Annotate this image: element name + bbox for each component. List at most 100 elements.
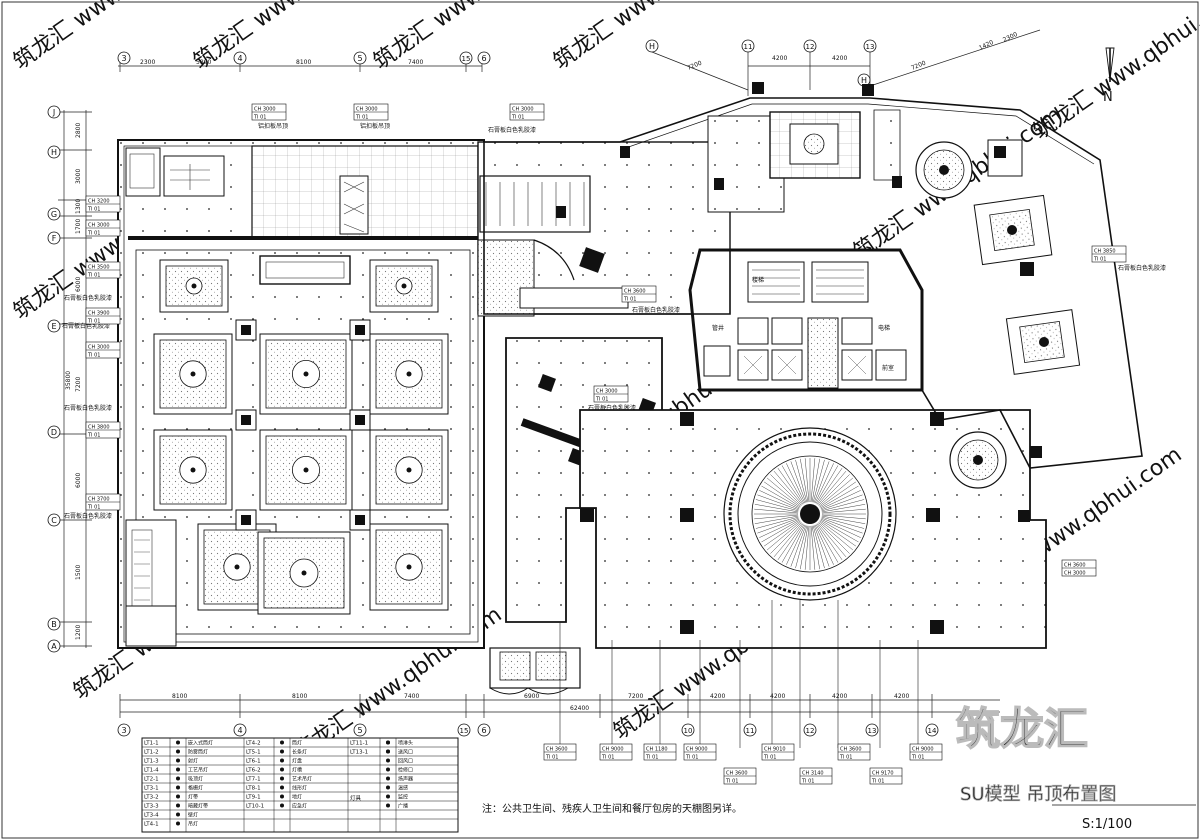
- legend-desc: 喷淋头: [398, 740, 413, 747]
- dome-ray: [786, 463, 806, 504]
- tag-material: TI 01: [87, 505, 100, 511]
- bottom-grid-labels: 3 4 5 15 6 10 11 12 13 14: [117, 723, 939, 737]
- ceiling-tag: CH 3000 TI 01: [251, 103, 287, 121]
- legend-desc: 温感: [398, 785, 408, 792]
- legend-desc: 监控: [398, 794, 408, 801]
- dome-ray: [813, 461, 830, 503]
- ceiling-coffer: [153, 429, 233, 511]
- dome-ray: [820, 485, 859, 509]
- grid-label: 6: [481, 54, 486, 63]
- dim-text: 2800: [75, 123, 82, 138]
- grid-bubble-bottom-3: 3: [117, 723, 131, 737]
- dome-ray: [819, 520, 857, 547]
- stair-northwest: [125, 147, 161, 197]
- legend-desc: 应急灯: [292, 803, 307, 810]
- legend-grid-lines: [142, 738, 458, 832]
- coffer-group: [153, 259, 449, 615]
- grid-label: H: [861, 76, 867, 85]
- tag-material: TI 01: [725, 779, 738, 785]
- dome-ray: [754, 508, 799, 514]
- tag-material: TI 01: [87, 207, 100, 213]
- room-label: 铝扣板吊顶: [258, 122, 288, 130]
- dome-ray: [754, 515, 799, 524]
- grid-bubble-top-5: 5: [353, 51, 367, 65]
- grid-label: 15: [460, 727, 469, 735]
- dim-text: 8100: [292, 693, 307, 700]
- room-label: 石膏板白色乳胶漆: [64, 294, 112, 302]
- banquet-hall: [135, 249, 471, 635]
- grid-bubble-top-15: 15: [459, 51, 473, 65]
- legend-desc: 广播: [398, 803, 408, 810]
- legend-desc: 格栅灯: [188, 785, 203, 792]
- grid-label: 5: [357, 54, 362, 63]
- tag-material: TI 01: [253, 115, 266, 121]
- dome-ray: [786, 524, 806, 565]
- dome-ray: [821, 516, 865, 529]
- vip-room-2: [949, 431, 1007, 489]
- dim-text: 1300: [75, 199, 82, 214]
- legend-code: LT4-2: [246, 741, 261, 747]
- dome-ray: [790, 461, 807, 503]
- legend-code: LT5-1: [246, 750, 261, 756]
- tag-height: CH 9000: [686, 747, 708, 753]
- dim-text: 1200: [75, 625, 82, 640]
- legend-desc: 送风口: [398, 749, 413, 756]
- grid-bubble-left-E: E: [47, 319, 61, 333]
- legend-desc: 壁灯: [188, 812, 198, 819]
- dim-text: 4200: [832, 55, 847, 62]
- dome-ray: [766, 477, 801, 507]
- dome-ray: [821, 504, 866, 513]
- legend-desc: 灯盘: [292, 758, 302, 765]
- column-light: [349, 319, 371, 341]
- dome-ray: [818, 522, 850, 554]
- tag-height: CH 3900: [88, 311, 110, 317]
- tag-material: TI 01: [871, 779, 884, 785]
- tag-material: TI 01: [801, 779, 814, 785]
- legend-row: 回风口: [386, 758, 413, 765]
- dome-ray: [820, 518, 861, 538]
- ceiling-coffer: [369, 333, 449, 415]
- tag-material: TI 01: [911, 755, 924, 761]
- grid-label: D: [51, 428, 57, 437]
- watermark-text: 筑龙汇 www.qbhui.com: [549, 0, 766, 75]
- tag-height: CH 3000: [254, 107, 276, 113]
- grid-label: 4: [237, 54, 242, 63]
- dome-ray: [804, 458, 810, 503]
- dome-ray: [755, 516, 799, 529]
- dome-ray: [819, 521, 854, 551]
- tag-material: TI 01: [355, 115, 368, 121]
- legend-code: LT4-1: [144, 822, 159, 828]
- dome-ray: [763, 520, 801, 547]
- dome-ray: [795, 459, 808, 503]
- dome-ray: [816, 467, 843, 505]
- drawing-title: SU模型 吊顶布置图: [960, 784, 1116, 805]
- stair-southwest: [125, 519, 177, 617]
- legend-desc: 吸顶灯: [188, 776, 203, 783]
- dome-ray: [777, 523, 804, 561]
- tag-height: CH 3800: [88, 425, 110, 431]
- legend-symbol: [176, 812, 180, 817]
- grid-bubble-left-F: F: [47, 231, 61, 245]
- dim-text: 7200: [75, 377, 82, 392]
- legend-desc: 吊灯: [188, 821, 198, 828]
- column-light: [349, 409, 371, 431]
- grid-label: 12: [806, 727, 815, 735]
- title-block: 筑龙汇 SU模型 吊顶布置图 S:1/100: [955, 703, 1196, 832]
- dome-ray: [773, 470, 803, 505]
